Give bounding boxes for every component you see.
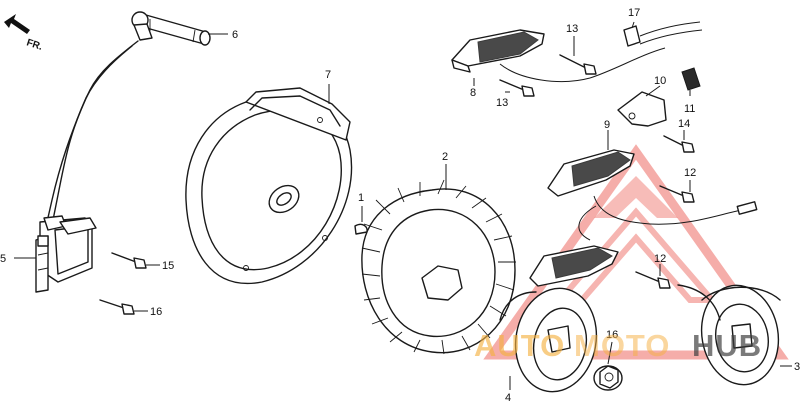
grommet — [681, 67, 701, 91]
high-tension-cord — [51, 40, 139, 226]
part-number-13-lower: 13 — [496, 97, 508, 109]
svg-text:AUTO: AUTO — [474, 328, 565, 363]
bolt-14 — [663, 135, 695, 153]
bolt-13-lower — [499, 79, 535, 97]
front-label: FR. — [25, 37, 44, 53]
watermark-text: AUTO MOTO HUB — [474, 328, 762, 363]
part-number-12-lower: 12 — [654, 253, 666, 265]
part-number-16: 16 — [606, 329, 618, 341]
svg-text:HUB: HUB — [692, 328, 762, 363]
part-number-12-upper: 12 — [684, 167, 696, 179]
part-number-10: 10 — [654, 75, 666, 87]
part-number-15-lower: 16 — [150, 306, 162, 318]
bolt-12-lower — [635, 271, 671, 289]
bolt-13-upper — [559, 54, 597, 75]
front-direction-arrow: FR. — [4, 14, 44, 53]
part-numbers: 6 5 15 16 7 1 2 3 4 16 8 13 13 17 10 11 … — [0, 7, 800, 404]
svg-text:MOTO: MOTO — [574, 328, 670, 363]
leader-lines — [14, 21, 792, 390]
part-number-14: 14 — [678, 118, 690, 130]
part-number-5: 5 — [0, 253, 6, 265]
starter-cover — [185, 87, 353, 285]
bolt-15-lower — [99, 299, 135, 315]
charge-coil-middle — [547, 149, 758, 225]
wire-clamp — [623, 21, 703, 47]
woodruff-key — [354, 223, 368, 235]
part-number-4: 4 — [505, 392, 511, 404]
part-number-9: 9 — [604, 119, 610, 131]
part-number-17: 17 — [628, 7, 640, 19]
part-number-1: 1 — [358, 192, 364, 204]
starter-pulley — [499, 287, 598, 393]
part-number-8: 8 — [470, 87, 476, 99]
flywheel — [361, 179, 516, 355]
ignition-coil — [35, 215, 97, 293]
bolt-12-upper — [659, 185, 695, 203]
stay-bracket — [617, 91, 667, 127]
part-number-2: 2 — [442, 151, 448, 163]
part-number-11: 11 — [684, 103, 695, 115]
spark-plug-cap — [131, 11, 211, 46]
part-number-3: 3 — [794, 361, 800, 373]
part-number-15-upper: 15 — [162, 260, 174, 272]
charge-coil-upper — [451, 29, 666, 83]
starter-cup — [677, 284, 781, 386]
flange-nut — [593, 365, 623, 391]
part-number-7: 7 — [325, 69, 331, 81]
part-number-6: 6 — [232, 29, 238, 41]
bolt-15-upper — [111, 252, 147, 269]
part-number-13-upper: 13 — [566, 23, 578, 35]
charge-coil-lower — [529, 205, 619, 287]
